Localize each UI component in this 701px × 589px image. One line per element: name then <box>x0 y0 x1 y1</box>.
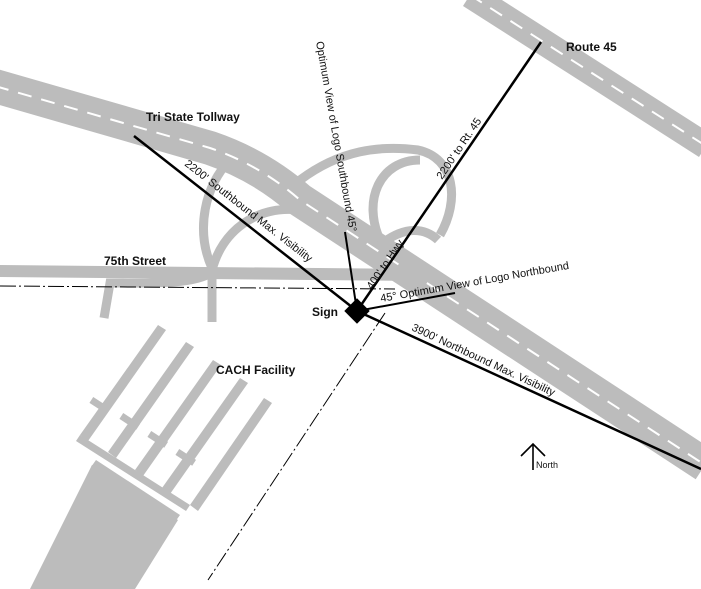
interchange-ramps <box>99 143 457 322</box>
diagonal-reference-line <box>207 312 386 581</box>
to-route-45-line <box>355 41 543 312</box>
horizontal-reference-line <box>0 285 396 290</box>
tri-state-tollway-road <box>0 69 701 480</box>
cach-facility-building <box>30 325 272 589</box>
route-45-label: Route 45 <box>566 40 617 54</box>
sign-label: Sign <box>312 305 338 319</box>
north-label: North <box>536 460 558 470</box>
southbound-max-line <box>133 135 358 312</box>
75th-street-label: 75th Street <box>104 254 166 268</box>
map-labels: Route 45 Tri State Tollway 75th Street S… <box>104 40 617 470</box>
square-marker-icon <box>344 298 370 324</box>
facility-label: CACH Facility <box>216 363 296 377</box>
sightlines <box>133 41 701 471</box>
route-45-road <box>462 0 701 157</box>
75th-street-road <box>0 265 421 281</box>
north-arrow-icon <box>520 442 546 470</box>
reference-lines <box>0 285 396 581</box>
optimum-northbound-line <box>356 292 456 312</box>
tollway-label: Tri State Tollway <box>146 110 240 124</box>
optimum-southbound-line <box>344 231 358 312</box>
to-route-45-label: 2200' to Rt. 45 <box>435 116 485 182</box>
northbound-max-line <box>356 309 701 471</box>
